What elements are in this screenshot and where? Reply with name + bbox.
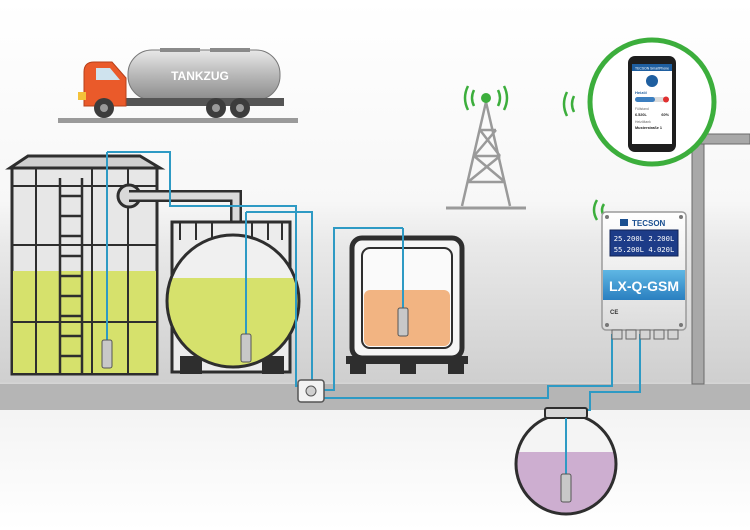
cable-main [322,334,613,399]
brand-logo-icon [620,219,628,226]
device-model: LX-Q-GSM [609,278,679,294]
road-line [58,118,298,123]
manhole-cover [544,407,588,419]
truck-chassis [84,98,284,106]
cable-gland [667,329,679,340]
signal-cables [107,151,641,418]
app-header: TECSON SmartPhone [635,67,669,71]
mounting-pole [691,133,750,385]
display-line1: 25.200L 2.200L [614,234,675,243]
wifi-signal-icon [470,89,502,107]
wheel-hub [212,104,220,112]
sensor-probe-icon [101,339,113,369]
lx-q-gsm-device: TECSON 25.200L 2.200L 55.200L 4.020L LX-… [601,211,687,340]
fill-value: 6.520L [635,113,648,117]
pole-vertical [691,133,705,385]
spherical-tank [165,212,301,374]
trailer-hatch [160,48,200,52]
tank-roof [5,154,166,170]
model-band [603,270,685,300]
tower-beacon [481,93,491,103]
tank-foot [180,356,202,374]
smartphone-callout: TECSON SmartPhone Heizöl Füllstand 6.520… [587,37,717,167]
field-label: Füllstand [635,107,649,111]
tank-foot [262,356,284,374]
device-display [609,229,679,257]
sensor-probe-icon [560,473,572,503]
ce-mark: CE [610,310,618,316]
pallet-block [448,364,464,374]
device-screw [605,215,609,219]
trailer-hatch [210,48,250,52]
truck-icon: TANKZUG [58,48,298,123]
wheel-hub [236,104,244,112]
device-screw [679,215,683,219]
cable-gland [611,329,623,340]
radio-tower-icon [446,85,526,210]
cable-gland [625,329,637,340]
cable-tank3 [322,227,403,391]
wifi-signal-icon [562,91,576,117]
junction-box-gland [305,385,317,397]
display-line2: 55.200L 4.020L [614,245,675,254]
cable-tank2 [246,211,313,380]
truck-cab [83,61,127,107]
transfer-pipe-inner [129,192,240,222]
tank-label: Heizöltank [635,120,651,124]
address: Musterstraße 1 [635,126,662,130]
app-logo-icon [646,75,658,87]
truck-headlight [78,92,86,100]
wheel-hub [100,104,108,112]
junction-box-icon [297,379,325,403]
tower-braces [467,128,506,184]
pallet-block [350,364,366,374]
truck-label: TANKZUG [171,69,229,83]
sensor-probe-icon [240,333,252,363]
vertical-storage-tank [5,152,242,376]
sphere-outline [165,233,301,369]
cable-gland [639,329,651,340]
device-brand: TECSON [632,219,666,228]
pallet-top [346,356,468,364]
device-screw [679,323,683,327]
tank-ladder [58,178,84,374]
device-screw [605,323,609,327]
ibc-container [346,228,468,374]
app-header-bar [632,64,672,71]
alert-dot [663,96,669,103]
sensor-probe-icon [397,307,409,337]
wifi-signal-icon [463,85,509,111]
truck-window [96,68,120,80]
fill-percent: 60% [661,113,669,117]
item-label: Heizöl [635,90,647,95]
smartphone-icon: TECSON SmartPhone Heizöl Füllstand 6.520… [628,56,676,152]
fill-bar [635,97,655,102]
cable-gland [653,329,665,340]
pallet-block [400,364,416,374]
